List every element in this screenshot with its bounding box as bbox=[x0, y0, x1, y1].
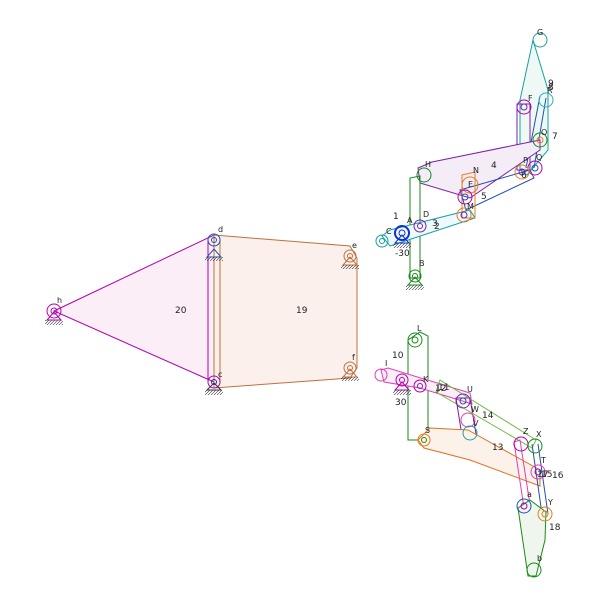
joint-label: F bbox=[528, 94, 533, 103]
joint-label: E bbox=[468, 180, 473, 189]
joint-label: W bbox=[471, 405, 479, 414]
ground-h bbox=[45, 303, 63, 325]
joint-label: N bbox=[473, 166, 479, 175]
joint-label: C bbox=[386, 227, 392, 236]
link-number-label: 13 bbox=[492, 443, 503, 453]
joint-label: U bbox=[467, 385, 473, 394]
link-number-label: 14 bbox=[482, 411, 494, 421]
joint-label: Z bbox=[523, 427, 529, 436]
joint-label: a bbox=[527, 490, 532, 499]
link-number-label: 7 bbox=[552, 132, 558, 142]
joint-label: b bbox=[537, 554, 542, 563]
link-19-plate bbox=[213, 234, 358, 389]
link-number-label: 18 bbox=[549, 523, 561, 533]
joint-label: M bbox=[467, 202, 474, 211]
joint-label: c bbox=[218, 370, 222, 379]
link-number-label: 30 bbox=[395, 398, 407, 408]
joint-label: f bbox=[352, 353, 355, 362]
link-20-plate bbox=[52, 234, 215, 383]
joint-label: O bbox=[541, 128, 547, 137]
joint-label: h bbox=[57, 296, 62, 305]
joint-label: Q bbox=[536, 153, 542, 162]
joint-label: I bbox=[385, 359, 387, 368]
link-number-label: 17 bbox=[537, 470, 548, 480]
ground-f bbox=[341, 361, 359, 381]
link-number-label: 5 bbox=[481, 192, 487, 202]
joint-label: B bbox=[419, 259, 425, 268]
joint-label: d bbox=[218, 225, 223, 234]
link-number-label: 12 bbox=[435, 384, 446, 394]
link-number-label: 15 bbox=[541, 470, 552, 480]
joint-label: A bbox=[407, 216, 413, 225]
joint-label: R bbox=[547, 86, 553, 95]
joint-label: V bbox=[473, 419, 479, 428]
ground-e bbox=[341, 249, 359, 269]
link-number-label: 20 bbox=[175, 306, 187, 316]
link-number-label: 10 bbox=[392, 351, 404, 361]
ground-c bbox=[205, 375, 223, 395]
link-number-label: 4 bbox=[491, 161, 497, 171]
link-number-label: 2 bbox=[434, 222, 440, 232]
joint-label: e bbox=[352, 241, 357, 250]
link-number-label: 6 bbox=[521, 171, 527, 181]
joint-label: P bbox=[523, 156, 528, 165]
joint-label: J bbox=[436, 384, 439, 393]
link-number-label: -30 bbox=[395, 249, 410, 259]
joint-label: H bbox=[425, 160, 431, 169]
link-number-label: 9 bbox=[548, 79, 554, 89]
joint-label: T bbox=[540, 456, 546, 465]
link-number-label: 19 bbox=[296, 306, 308, 316]
link-number-label: 3 bbox=[432, 219, 438, 229]
link-number-label: 8 bbox=[548, 83, 554, 93]
link-number-label: 1 bbox=[393, 212, 399, 222]
link-number-label: 16 bbox=[552, 471, 564, 481]
joint-label: K bbox=[423, 375, 429, 384]
joint-label: Y bbox=[547, 498, 553, 507]
joint-label: G bbox=[537, 28, 543, 37]
link-number-label: 11 bbox=[438, 383, 449, 393]
joint-label: L bbox=[417, 324, 422, 333]
ground-d bbox=[205, 233, 223, 261]
joint-label: D bbox=[423, 210, 429, 219]
joint-label: X bbox=[536, 430, 542, 439]
joint-label: S bbox=[425, 426, 430, 435]
